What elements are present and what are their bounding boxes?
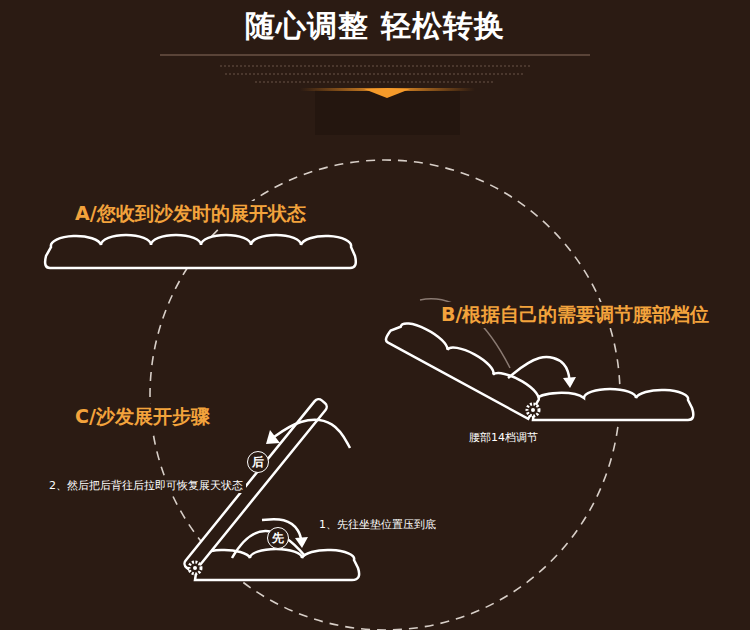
step-note: 1、先往坐垫位置压到底 [316,517,439,532]
arrow-head [563,377,576,388]
marker-text: 后 [252,456,264,468]
motion-arrow [266,420,350,448]
motion-arrow [262,519,308,548]
arrow-stroke [270,420,350,448]
step-heading: A/您收到沙发时的展开状态 [72,201,309,227]
adjust-note: 腰部14档调节 [466,430,541,445]
title-rule [160,54,590,56]
step-note: 2、然后把后背往后拉即可恢复展天状态 [46,478,246,493]
step-marker: 先 [267,527,289,549]
page-title: 随心调整 轻松转换 [0,6,750,47]
arrow-head [266,430,280,444]
banner-shade [315,90,460,135]
arrow-head [295,537,308,548]
marker-text: 先 [272,532,284,544]
banner-triangle [364,89,410,98]
step-marker: 后 [247,451,269,473]
motion-arrow [508,357,576,388]
step-heading: C/沙发展开步骤 [72,404,213,430]
step-heading: B/根据自己的需要调节腰部档位 [438,302,712,328]
arrow-stroke [508,357,570,385]
sofa-flat [45,235,356,268]
decor-lines [220,66,530,82]
motion-arrows [262,357,576,548]
